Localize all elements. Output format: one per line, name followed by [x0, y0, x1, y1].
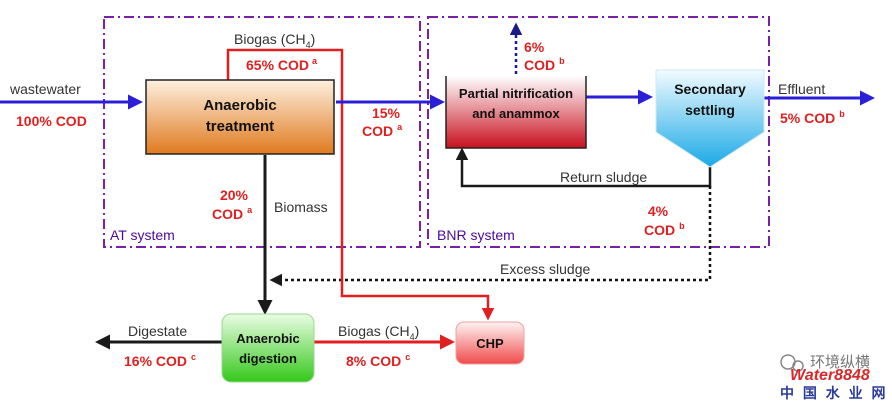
biomass-cod-text: COD [212, 206, 243, 222]
bnr-system-label: BNR system [437, 227, 515, 243]
effluent-cod-sup: b [839, 109, 845, 119]
biogas-top-label: Biogas (CH4) [234, 31, 315, 50]
digestate-label: Digestate [128, 323, 187, 339]
digestion-biogas-cod-sup: c [405, 352, 410, 362]
biomass-cod-sup: a [247, 205, 253, 215]
biogas-top-close: ) [311, 31, 316, 47]
offgas-cod-sup: b [559, 56, 565, 66]
anaerobic-treatment-box [145, 79, 335, 155]
anaerobic-treatment-label-1: Anaerobic [203, 97, 276, 114]
biomass-pct: 20% [220, 187, 249, 203]
watermark: 环境纵横 Water8848 中 国 水 业 网 [780, 353, 888, 402]
effluent-cod-text: 5% COD [780, 110, 835, 126]
anaerobic-digestion-label-1: Anaerobic [236, 331, 300, 346]
offgas-pct: 6% [524, 39, 545, 55]
anaerobic-digestion-label-2: digestion [239, 351, 297, 366]
effluent-label: Effluent [778, 81, 825, 97]
secondary-settling-label-2: settling [685, 102, 735, 118]
to-bnr-cod-text: COD [362, 123, 393, 139]
to-bnr-cod: COD a [362, 122, 403, 139]
effluent-cod: 5% COD b [780, 109, 845, 126]
digestion-biogas-text: Biogas (CH [338, 323, 410, 339]
excess-cod: COD b [644, 221, 685, 238]
biogas-cod-text: 65% COD [246, 57, 309, 73]
digestion-biogas-subscript: 4 [410, 332, 415, 342]
at-system-label: AT system [110, 227, 175, 243]
to-bnr-pct: 15% [372, 105, 401, 121]
digestion-biogas-close: ) [415, 323, 420, 339]
chp-box [455, 321, 525, 365]
biogas-cod-sup: a [312, 56, 318, 66]
digestate-cod: 16% COD c [124, 352, 196, 369]
biogas-top-text: Biogas (CH [234, 31, 306, 47]
excess-cod-text: COD [644, 222, 675, 238]
offgas-cod-text: COD [524, 57, 555, 73]
anaerobic-treatment-label-2: treatment [206, 118, 274, 135]
return-sludge-arrow [455, 147, 712, 188]
influent-cod: 100% COD [16, 113, 87, 129]
biogas-to-chp-arrow [226, 48, 495, 321]
digestion-biogas-cod: 8% COD c [346, 352, 410, 369]
excess-pct: 4% [648, 203, 669, 219]
watermark-brand: Water8848 [790, 367, 870, 384]
to-bnr-cod-sup: a [397, 122, 403, 132]
watermark-cn: 中 国 水 业 网 [780, 385, 888, 402]
watermark-gray-text: 环境纵横 [810, 353, 870, 371]
excess-cod-sup: b [679, 221, 685, 231]
return-sludge-label: Return sludge [560, 169, 647, 185]
offgas-cod: COD b [524, 56, 565, 73]
digestate-cod-sup: c [191, 352, 196, 362]
secondary-settling-tank [655, 69, 765, 168]
anaerobic-digestion-box [221, 313, 315, 383]
partial-nitrification-label-2: and anammox [472, 106, 560, 121]
at-system-boundary [103, 16, 421, 248]
biomass-label: Biomass [274, 199, 328, 215]
excess-sludge-arrow [269, 186, 712, 287]
partial-nitrification-label-1: Partial nitrification [459, 86, 573, 101]
excess-sludge-label: Excess sludge [500, 261, 590, 277]
watermark-wechat-icon-small [792, 360, 804, 372]
biogas-top-subscript: 4 [306, 40, 311, 50]
chp-label: CHP [476, 336, 504, 351]
bnr-system-boundary [427, 16, 770, 248]
digestion-biogas-cod-text: 8% COD [346, 353, 401, 369]
partial-nitrification-tank [445, 76, 587, 149]
biomass-cod: COD a [212, 205, 253, 222]
digestion-biogas-label: Biogas (CH4) [338, 323, 419, 342]
secondary-settling-label-1: Secondary [674, 81, 746, 97]
digestate-cod-text: 16% COD [124, 353, 187, 369]
wastewater-label: wastewater [9, 81, 81, 97]
